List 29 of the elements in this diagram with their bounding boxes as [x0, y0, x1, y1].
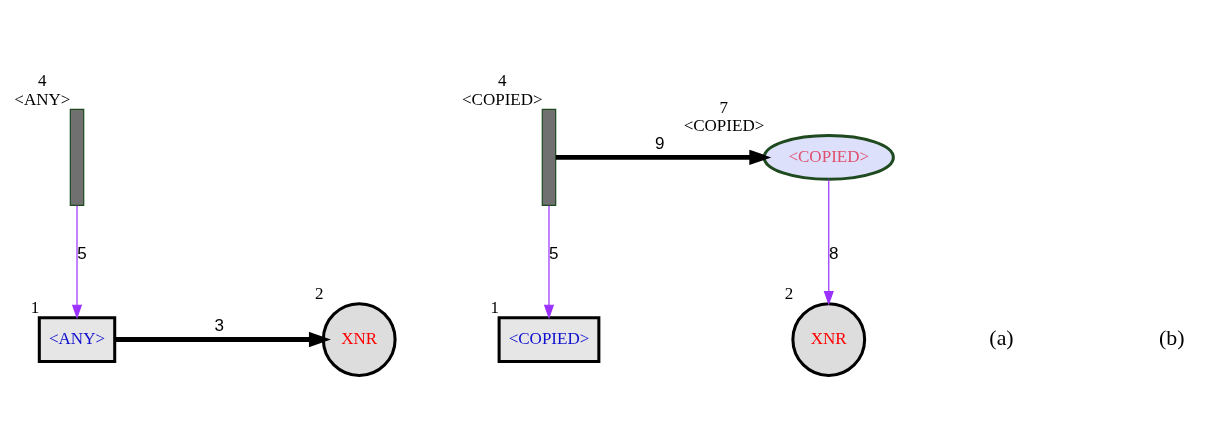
node-box: <COPIED> [497, 315, 601, 363]
edge-label: 9 [655, 133, 665, 153]
arrow [543, 204, 555, 319]
arrow [115, 331, 331, 347]
node-label: <COPIED> [462, 89, 543, 109]
arrow [71, 204, 83, 319]
node-circle: XNR [321, 301, 397, 377]
node-label: <COPIED> [683, 115, 765, 135]
node-label: 1 [490, 297, 500, 317]
node-ellipse: <COPIED> [762, 133, 895, 181]
label: (a) [989, 324, 1014, 350]
node-label: <ANY> [14, 89, 71, 109]
label: (b) [1159, 324, 1185, 350]
edge-label: 3 [214, 315, 224, 335]
node-label: 7 [719, 97, 729, 117]
node-label: 2 [315, 283, 324, 303]
arrow [555, 149, 772, 165]
node-label: 4 [497, 70, 507, 90]
node-circle: XNR [791, 301, 867, 377]
node-label: 1 [30, 297, 40, 317]
node-bar [541, 108, 557, 206]
edge-label: 5 [549, 243, 559, 263]
arrow [823, 178, 834, 305]
edge-label: 8 [828, 243, 839, 263]
node-box: <ANY> [37, 315, 117, 363]
node-label: 4 [38, 70, 47, 90]
edge-label: 5 [77, 243, 87, 263]
node-label: 2 [784, 283, 794, 303]
node-bar [69, 108, 85, 206]
